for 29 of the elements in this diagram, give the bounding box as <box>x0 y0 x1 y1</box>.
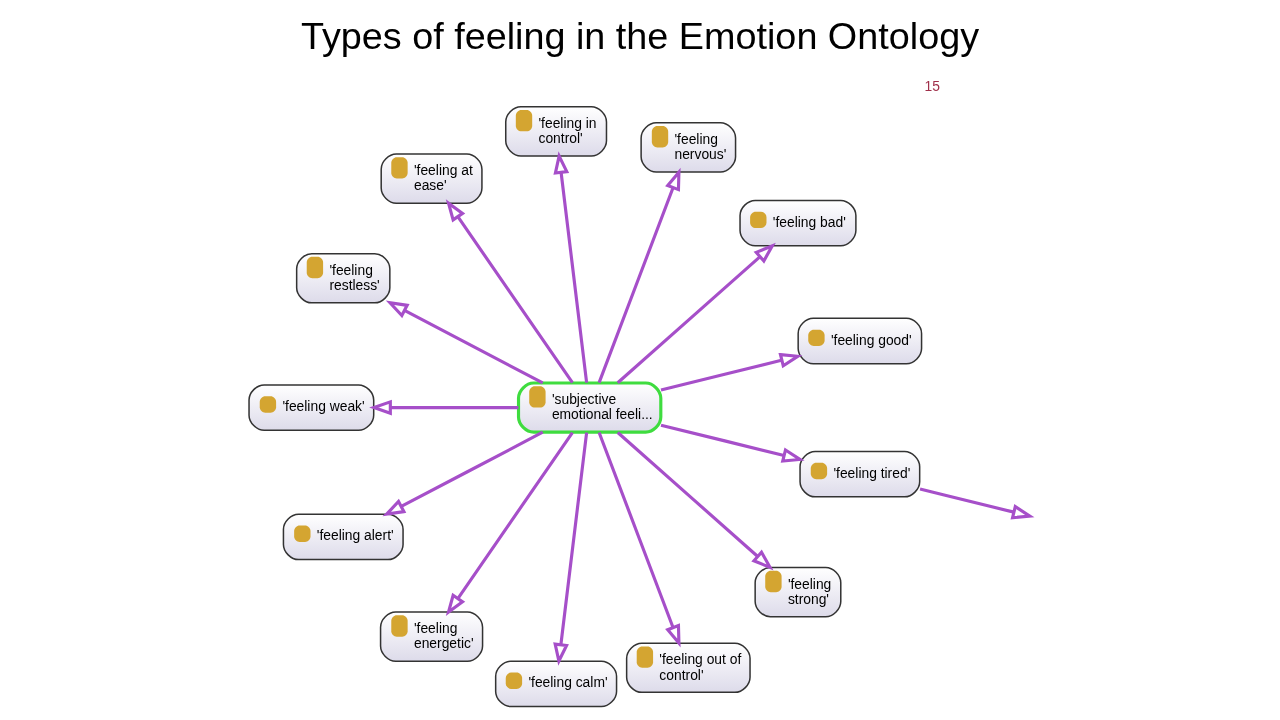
node-box: 'feeling tired' <box>799 450 921 498</box>
node-box: 'feeling good' <box>797 317 923 365</box>
node-box: 'subjective emotional feeli... <box>516 381 663 434</box>
arrow <box>385 300 544 385</box>
node-box: 'feeling energetic' <box>379 611 484 662</box>
arrow <box>919 487 1035 520</box>
arrow <box>553 151 589 383</box>
node-box: 'feeling strong' <box>754 566 842 618</box>
arrow <box>553 432 589 666</box>
node-box: 'feeling restless' <box>295 252 391 304</box>
arrow <box>382 430 544 517</box>
node-box: 'feeling at ease' <box>380 153 483 204</box>
arrow <box>616 242 776 384</box>
arrow <box>445 199 574 384</box>
arrow <box>597 432 681 648</box>
node-box: 'feeling bad' <box>739 199 857 247</box>
arrow <box>597 167 681 384</box>
node-box: 'feeling out of control' <box>625 642 751 694</box>
node-box: 'feeling calm' <box>494 660 618 708</box>
node-box: 'feeling weak' <box>248 384 375 431</box>
arrow <box>616 431 774 571</box>
diagram-title: Types of feeling in the Emotion Ontology <box>300 14 980 57</box>
node-box: 'feeling alert' <box>282 513 404 561</box>
arrow <box>369 399 519 416</box>
arrow <box>445 431 574 616</box>
node-box: 'feeling nervous' <box>640 122 737 173</box>
arrow <box>660 423 805 463</box>
label: 15 <box>924 78 940 95</box>
arrow <box>660 352 803 392</box>
